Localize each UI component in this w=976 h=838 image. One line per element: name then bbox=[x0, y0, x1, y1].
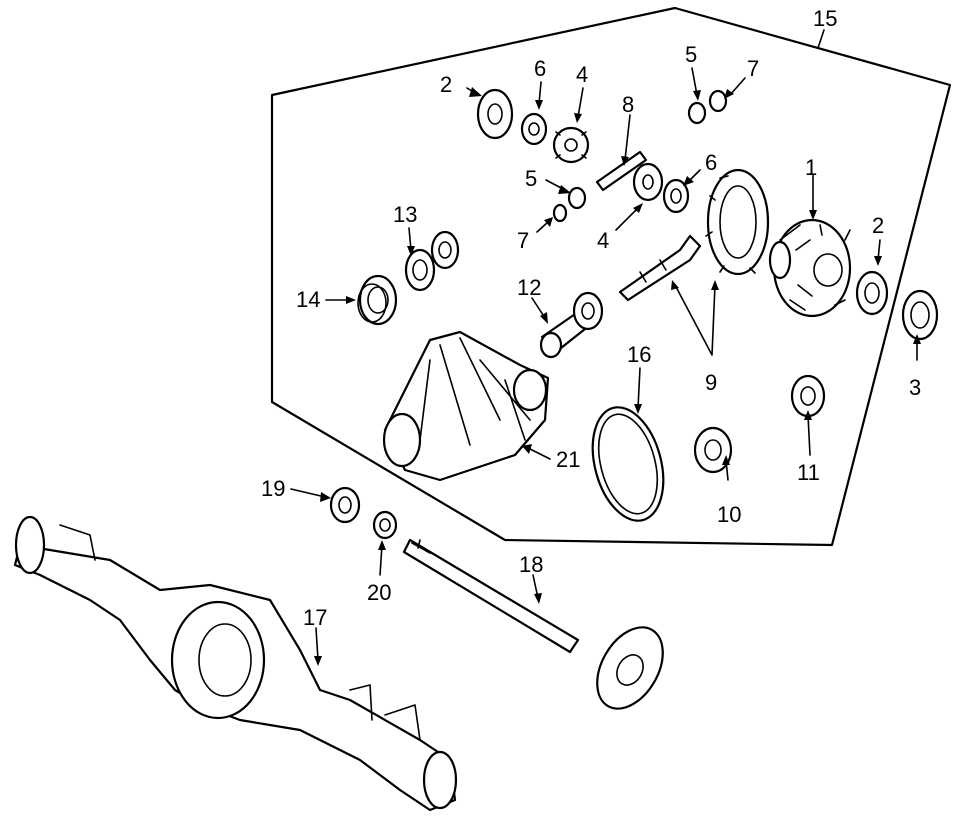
crush-sleeve bbox=[357, 274, 398, 326]
callout-5a: 5 bbox=[685, 42, 697, 67]
callout-20: 20 bbox=[367, 580, 391, 605]
callout-21: 21 bbox=[556, 447, 580, 472]
pinion-gear-mid bbox=[632, 162, 664, 202]
small-washer-a bbox=[687, 101, 707, 125]
callout-labels: 1 2 2 3 4 4 5 5 6 6 7 7 8 9 10 11 12 13 … bbox=[261, 6, 921, 630]
pinion-bearing-outer bbox=[693, 426, 733, 474]
callout-2b: 2 bbox=[872, 213, 884, 238]
small-washer-c bbox=[567, 186, 587, 210]
differential-case bbox=[768, 218, 852, 318]
callout-15: 15 bbox=[813, 6, 837, 31]
callout-16: 16 bbox=[627, 342, 651, 367]
carrier-gasket bbox=[591, 406, 665, 522]
callout-2a: 2 bbox=[440, 72, 452, 97]
callout-6b: 6 bbox=[705, 150, 717, 175]
side-bearing-left bbox=[476, 88, 514, 140]
pinion-bearing-inner bbox=[790, 374, 826, 418]
carrier-housing bbox=[382, 330, 550, 482]
callout-17: 17 bbox=[303, 605, 327, 630]
callout-1: 1 bbox=[805, 155, 817, 180]
callout-11: 11 bbox=[797, 460, 820, 485]
callout-6a: 6 bbox=[534, 56, 546, 81]
callout-13: 13 bbox=[393, 202, 417, 227]
callout-7a: 7 bbox=[747, 56, 759, 81]
axle-seal bbox=[329, 486, 361, 524]
callout-18: 18 bbox=[519, 552, 543, 577]
drive-pinion bbox=[618, 234, 702, 302]
leader-lines bbox=[290, 29, 921, 666]
axle-bearing bbox=[372, 510, 398, 540]
axle-shaft bbox=[402, 538, 664, 710]
bearing-race bbox=[901, 289, 939, 341]
assembly-group-outline bbox=[270, 6, 952, 547]
callout-5b: 5 bbox=[525, 166, 537, 191]
side-bearing-right bbox=[855, 270, 889, 316]
callout-19: 19 bbox=[261, 476, 285, 501]
callout-10: 10 bbox=[717, 502, 741, 527]
small-washer-d bbox=[552, 203, 568, 223]
callout-3: 3 bbox=[909, 375, 921, 400]
ring-gear bbox=[705, 168, 770, 276]
callout-7b: 7 bbox=[517, 228, 529, 253]
thrust-washer-mid bbox=[662, 178, 690, 214]
callout-9: 9 bbox=[705, 370, 717, 395]
pinion-gear-top bbox=[552, 126, 590, 164]
pinion-seal bbox=[404, 230, 460, 292]
thrust-washer-top bbox=[520, 112, 548, 146]
companion-flange bbox=[539, 291, 604, 359]
axle-housing bbox=[13, 515, 458, 812]
callout-4a: 4 bbox=[576, 62, 588, 87]
callout-8: 8 bbox=[622, 92, 634, 117]
callout-4b: 4 bbox=[597, 228, 609, 253]
small-washer-b bbox=[708, 89, 728, 113]
callout-14: 14 bbox=[296, 287, 320, 312]
callout-12: 12 bbox=[517, 275, 541, 300]
